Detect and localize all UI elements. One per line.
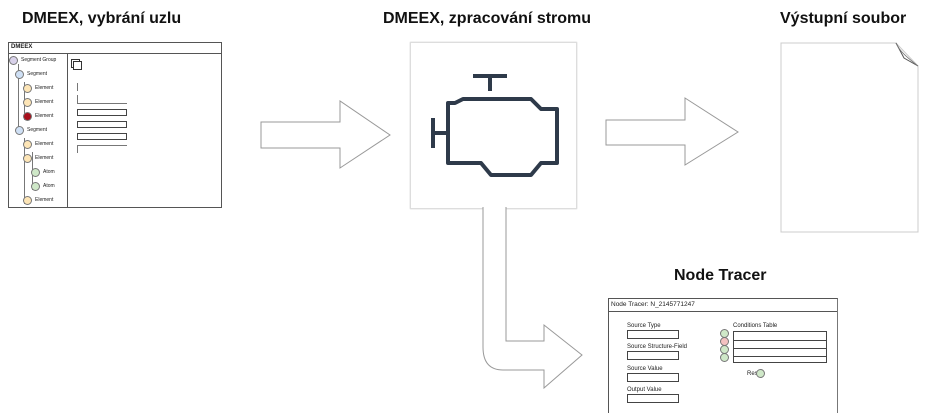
- source-type-label: Source Type: [627, 323, 661, 329]
- table-row-line: [734, 356, 826, 357]
- dmeex-header: DMEEX: [11, 44, 33, 50]
- tree-node-label: Segment: [27, 127, 48, 133]
- tree-node[interactable]: [23, 196, 32, 205]
- title-output-file: Výstupní soubor: [780, 10, 907, 27]
- source-structure-field-label: Source Structure-Field: [627, 344, 688, 350]
- node-tracer-header: Node Tracer: N_2145771247: [611, 301, 695, 308]
- table-row-line: [734, 348, 826, 349]
- title-node-tracer: Node Tracer: [674, 267, 767, 284]
- output-file-icon: [780, 42, 919, 233]
- output-value-field[interactable]: [627, 394, 679, 403]
- tree-node[interactable]: [23, 112, 32, 121]
- tree-node-label: Element: [35, 141, 54, 147]
- tree-node-label: Atom: [43, 183, 55, 189]
- tree-node[interactable]: [9, 56, 18, 65]
- tree-cursor-line: [77, 83, 78, 91]
- tree-node[interactable]: [15, 70, 24, 79]
- tree-node[interactable]: [23, 154, 32, 163]
- tree-node-label: Element: [35, 197, 54, 203]
- tree-connector: [18, 64, 19, 134]
- arrow-right: [260, 100, 391, 169]
- conditions-table-label: Conditions Table: [733, 323, 778, 329]
- arrow-right-output: [605, 97, 739, 166]
- output-value-label: Output Value: [627, 387, 662, 393]
- table-row-line: [734, 340, 826, 341]
- tree-node[interactable]: [31, 182, 40, 191]
- tree-node-label: Atom: [43, 169, 55, 175]
- condition-indicator: [720, 353, 729, 362]
- tree-node-label: Element: [35, 85, 54, 91]
- source-value-label: Source Value: [627, 366, 663, 372]
- engine-icon: [431, 74, 559, 177]
- field-line: [77, 103, 127, 104]
- arrow-down-curve: [482, 207, 583, 389]
- source-structure-field[interactable]: [627, 351, 679, 360]
- copy-icon-front: [73, 61, 82, 70]
- tree-node[interactable]: [23, 84, 32, 93]
- field-box[interactable]: [77, 121, 127, 128]
- result-indicator: [756, 369, 765, 378]
- title-dmeex-select: DMEEX, vybrání uzlu: [22, 10, 182, 27]
- tree-node-label: Element: [35, 113, 54, 119]
- result-label: Result: [747, 371, 764, 377]
- tree-node[interactable]: [31, 168, 40, 177]
- tree-cursor-line: [77, 95, 78, 103]
- tree-node-label: Segment: [27, 71, 48, 77]
- field-box[interactable]: [77, 109, 127, 116]
- tree-connector: [24, 138, 25, 204]
- conditions-table[interactable]: [733, 331, 827, 363]
- tree-node-label: Element: [35, 99, 54, 105]
- node-tracer-window: Node Tracer: N_2145771247 Source Type So…: [608, 298, 838, 413]
- tree-node[interactable]: [23, 140, 32, 149]
- field-box[interactable]: [77, 133, 127, 140]
- dmeex-divider: [67, 54, 68, 207]
- field-line: [77, 145, 127, 146]
- title-dmeex-process: DMEEX, zpracování stromu: [383, 10, 592, 27]
- source-type-field[interactable]: [627, 330, 679, 339]
- tree-node[interactable]: [23, 98, 32, 107]
- engine-box: [410, 42, 577, 209]
- tree-node[interactable]: [15, 126, 24, 135]
- tree-node-label: Segment Group: [21, 57, 57, 63]
- tree-cursor-line: [77, 145, 78, 153]
- tree-node-label: Element: [35, 155, 54, 161]
- source-value-field[interactable]: [627, 373, 679, 382]
- node-tracer-header-bar: Node Tracer: N_2145771247: [609, 299, 837, 312]
- dmeex-header-bar: DMEEX: [9, 43, 221, 54]
